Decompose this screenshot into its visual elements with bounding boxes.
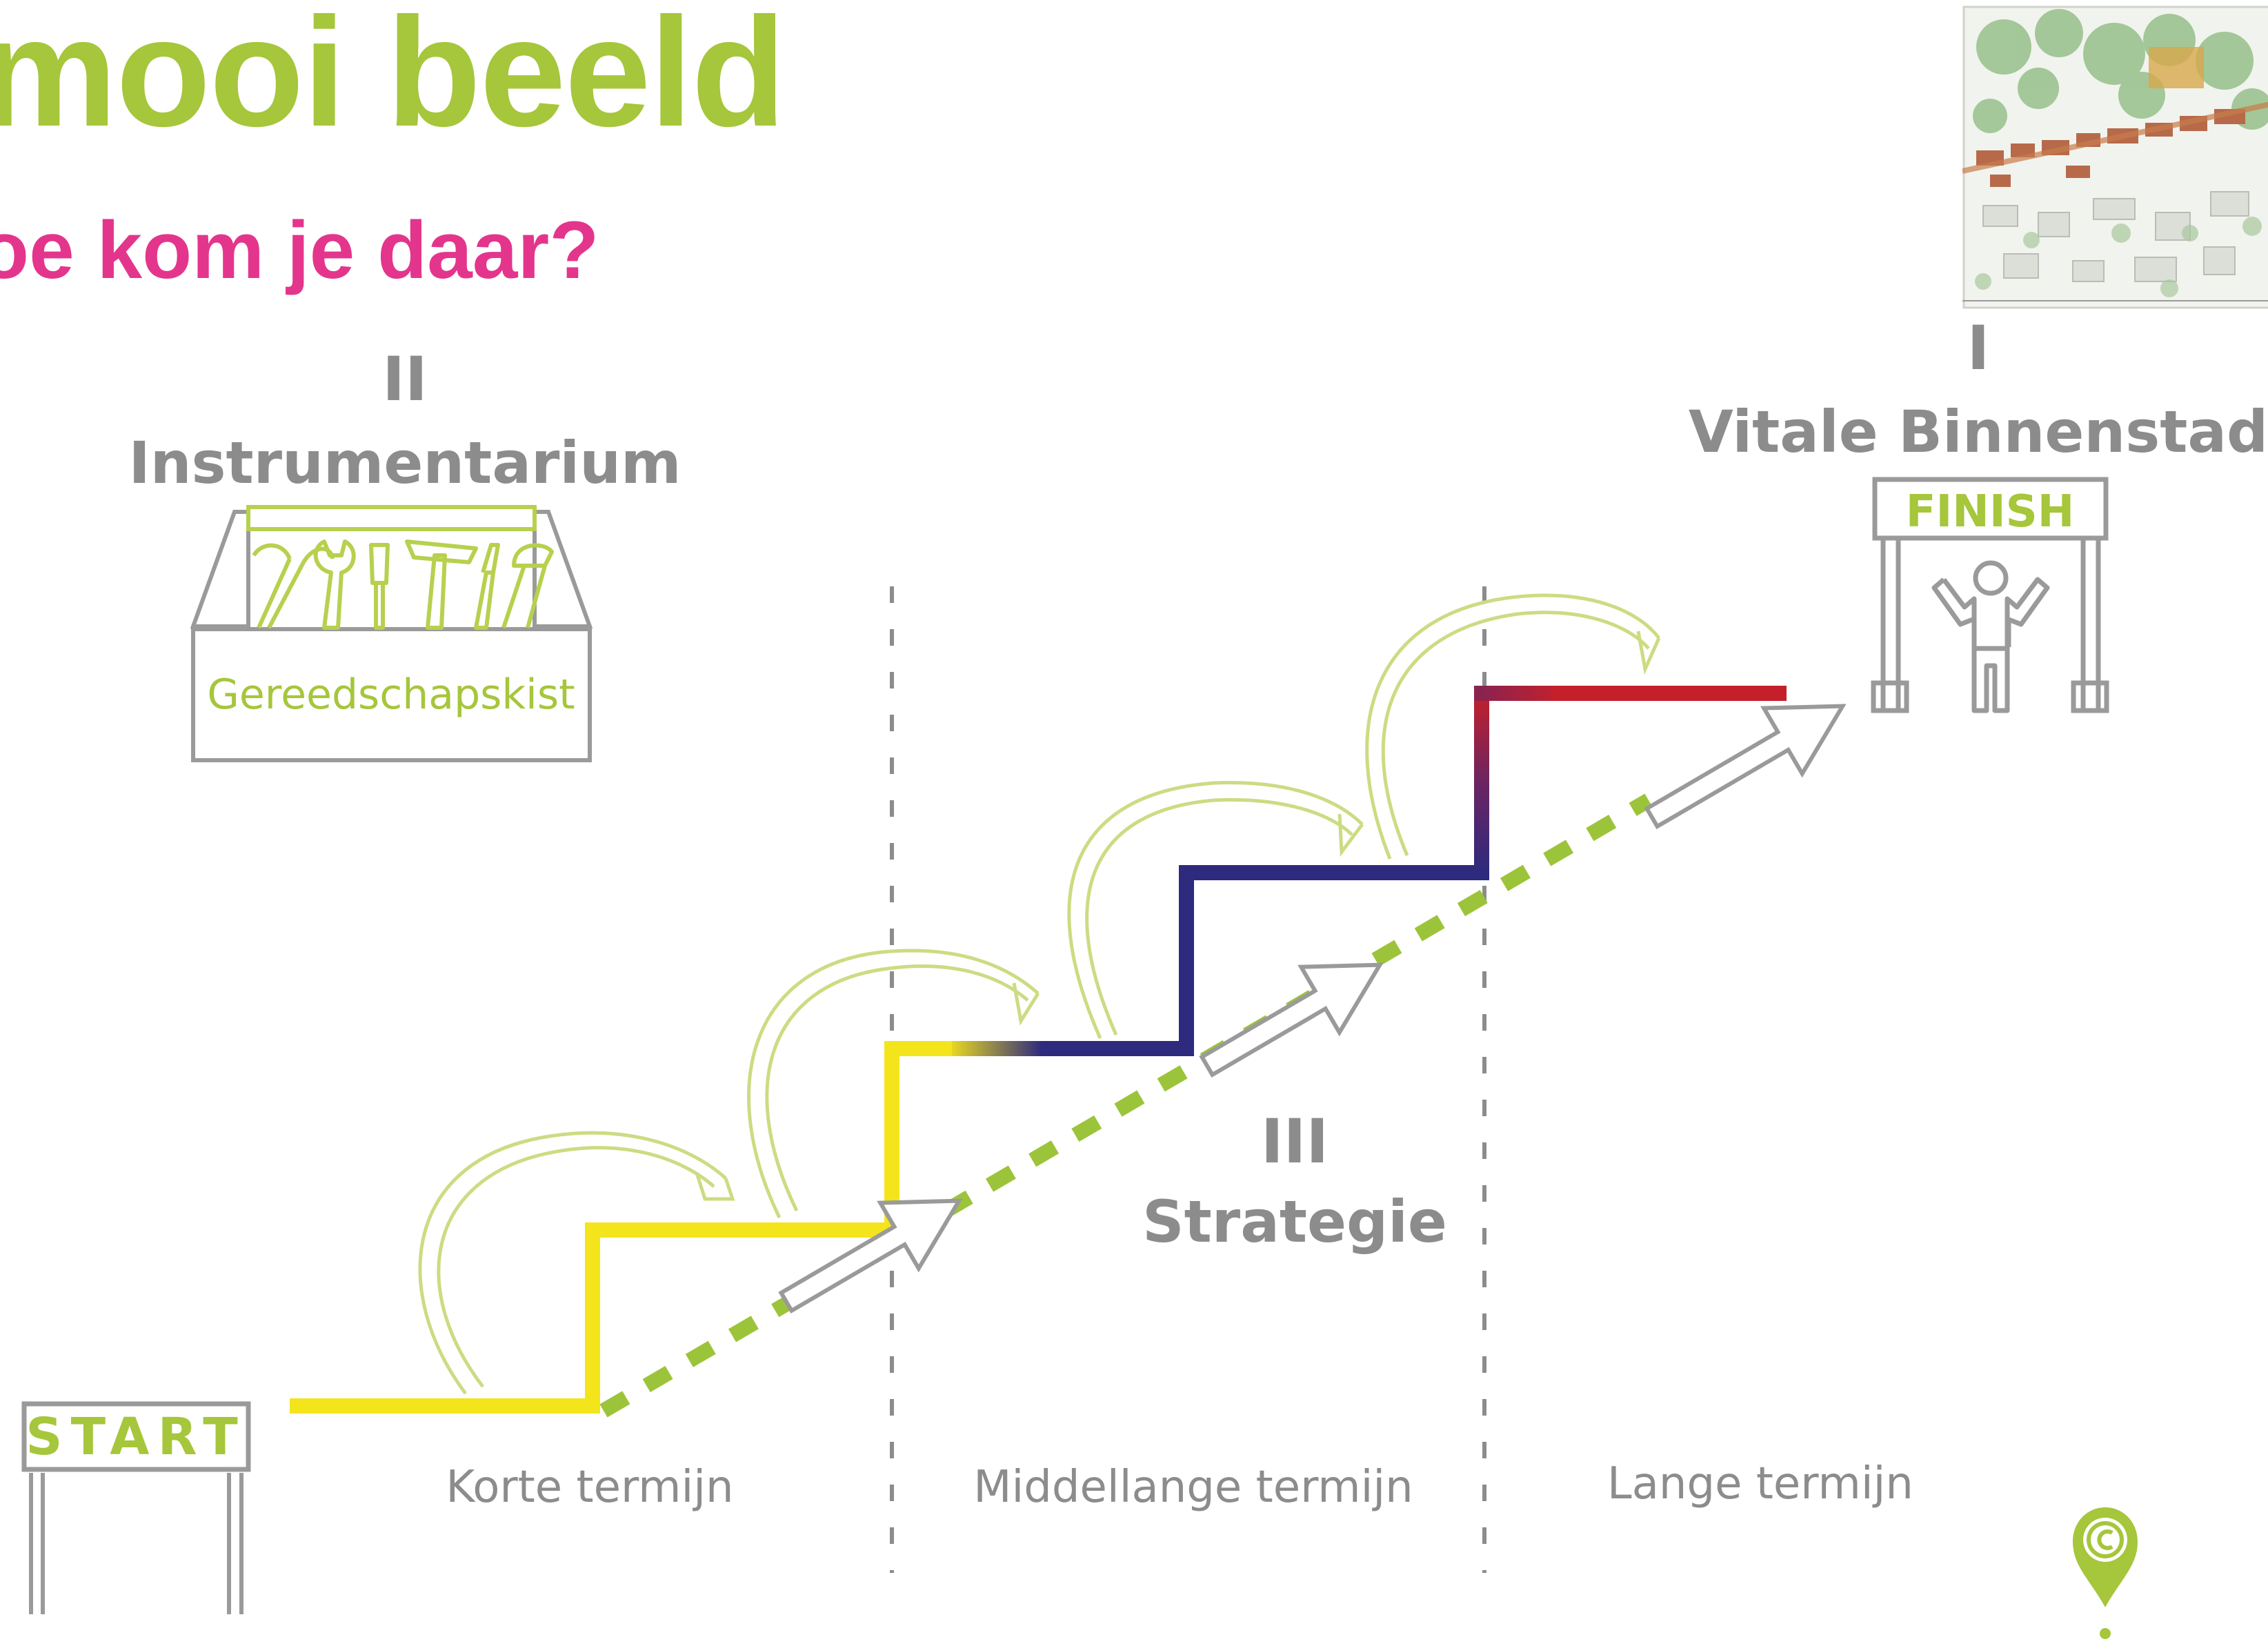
strategy-dashed-line	[599, 793, 1653, 1418]
strategie-numeral: III	[1261, 1106, 1329, 1177]
aerial-map-image	[1962, 6, 2268, 309]
start-sign-icon: START	[21, 1401, 251, 1614]
tools-icon	[252, 539, 554, 630]
finish-sign-icon: FINISH	[1871, 477, 2109, 713]
strategie-label: Strategie	[1142, 1188, 1447, 1256]
finish-sign-label: FINISH	[1906, 486, 2075, 537]
toolbox-label: Gereedschapskist	[207, 671, 575, 719]
copyright-location-pin-icon	[2073, 1507, 2138, 1639]
cheering-person-icon	[1931, 560, 2050, 713]
start-sign-label: START	[26, 1407, 246, 1467]
term-short-label: Korte termijn	[446, 1462, 733, 1513]
staircase	[290, 686, 1787, 1414]
strategy-arrows	[778, 704, 1847, 1314]
instrumentarium-label: Instrumentarium	[128, 429, 681, 497]
vitale-numeral: I	[1967, 313, 1990, 384]
progress-curve-arrows	[418, 593, 1661, 1395]
term-medium-label: Middellange termijn	[973, 1462, 1413, 1513]
vitale-label: Vitale Binnenstad	[1689, 398, 2268, 466]
toolbox-icon: Gereedschapskist	[190, 505, 593, 762]
term-long-label: Lange termijn	[1607, 1458, 1913, 1509]
page-title: mooi beeld	[0, 0, 786, 159]
page-subtitle: oe kom je daar?	[0, 205, 599, 296]
instrumentarium-numeral: II	[382, 344, 427, 415]
